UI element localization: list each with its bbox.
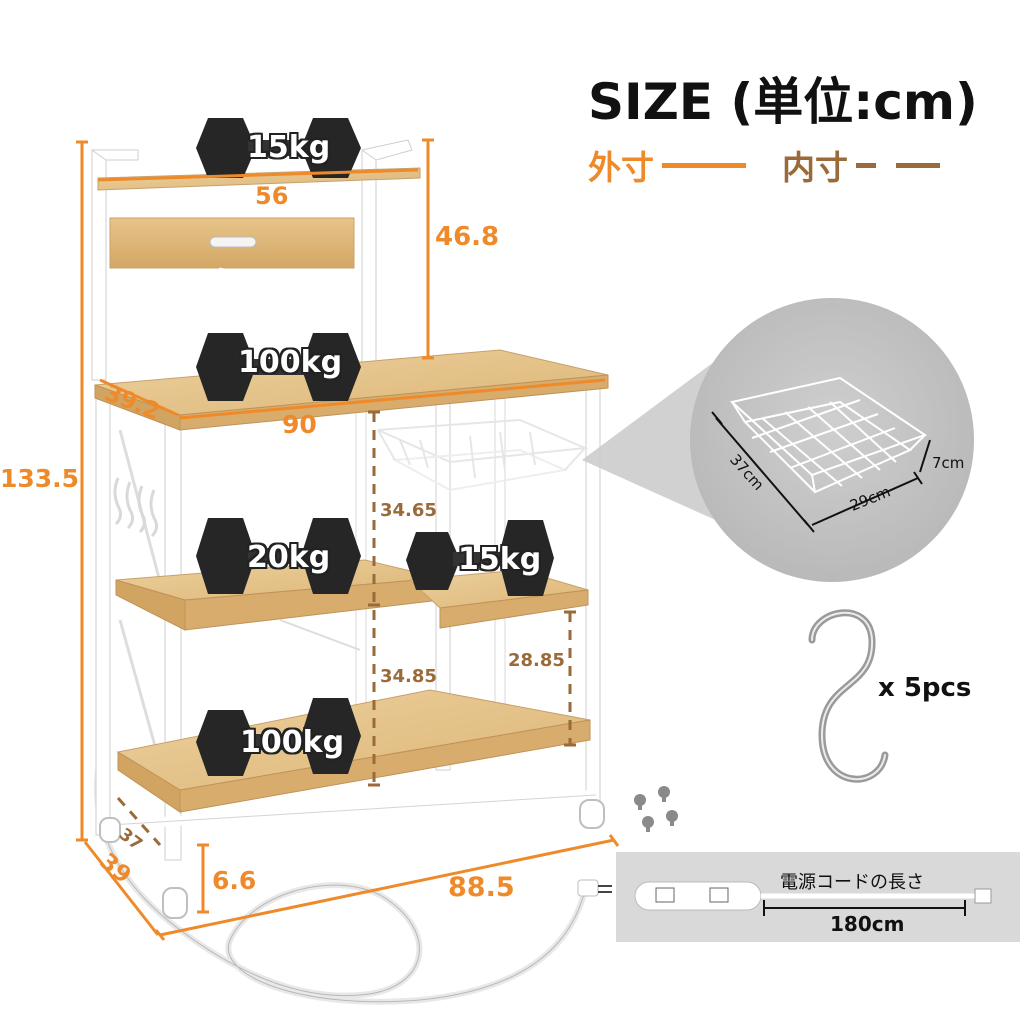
weight-middle-left: 20kg <box>247 540 331 575</box>
dim-total-height: 133.5 <box>0 464 80 493</box>
legend-inner-label: 内寸 <box>782 148 848 187</box>
dim-width: 90 <box>282 410 317 439</box>
cord-length-line <box>763 900 966 916</box>
legend-inner: 内寸 <box>782 145 940 187</box>
pull-out-basket <box>377 418 589 492</box>
dim-gap-right: 28.85 <box>508 650 565 671</box>
dim-bottom-width: 88.5 <box>448 872 515 903</box>
dumbbells <box>196 118 554 776</box>
legend-outer-label: 外寸 <box>588 148 654 187</box>
basket-height: 7cm <box>932 454 965 472</box>
weight-middle-right: 15kg <box>458 542 542 577</box>
cord-plug <box>577 879 612 897</box>
legend-inner-swatch-b <box>896 162 940 168</box>
page-title: SIZE (単位:cm) <box>588 73 978 131</box>
dim-gap-upper: 34.65 <box>380 500 437 521</box>
dim-top-shelf-width: 56 <box>255 182 289 210</box>
basket-detail <box>729 376 928 494</box>
basket-detail-bubble <box>690 298 974 582</box>
weight-main: 100kg <box>238 345 343 380</box>
casters <box>99 799 605 919</box>
basket-dimension-lines <box>711 411 931 533</box>
cord-length-value: 180cm <box>830 912 905 936</box>
outer-dimension-lines <box>76 138 620 941</box>
s-hook <box>808 609 889 783</box>
weight-top: 15kg <box>247 130 331 165</box>
dim-top-height: 46.8 <box>435 222 500 252</box>
legend-outer: 外寸 <box>588 145 746 187</box>
cord-length-label: 電源コードの長さ <box>780 872 924 893</box>
dim-gap-lower: 34.85 <box>380 666 437 687</box>
hooks-count: x 5pcs <box>878 673 972 703</box>
side-s-hooks <box>113 477 159 538</box>
dim-leg-height: 6.6 <box>212 866 257 895</box>
power-strip <box>634 881 992 911</box>
legend-inner-swatch-a <box>856 162 876 168</box>
inner-dimension-lines <box>116 412 572 846</box>
legend-outer-swatch <box>662 162 746 168</box>
weight-bottom: 100kg <box>240 725 345 760</box>
leveling-feet <box>634 786 678 832</box>
